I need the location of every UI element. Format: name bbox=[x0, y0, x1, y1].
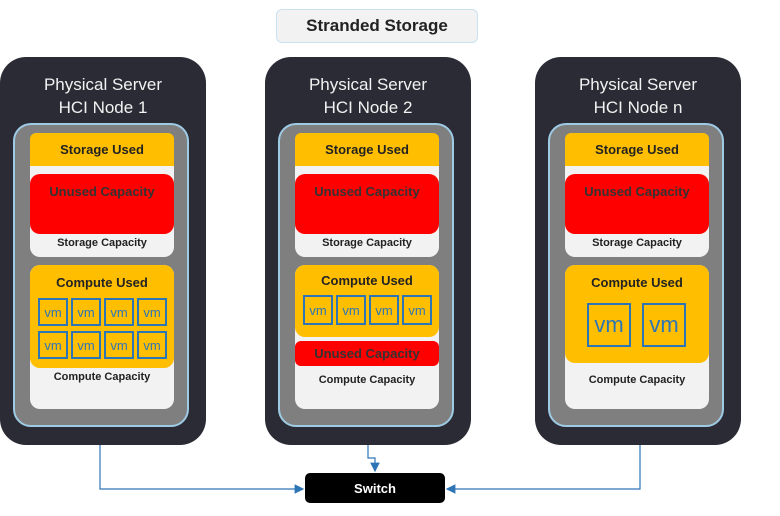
vm-icon: vm bbox=[71, 331, 101, 359]
node-panel: Storage Used Unused Capacity Storage Cap… bbox=[278, 123, 454, 427]
vm-icon: vm bbox=[642, 303, 686, 347]
compute-used-label: Compute Used bbox=[321, 273, 413, 288]
node-panel: Storage Used Unused Capacity Storage Cap… bbox=[548, 123, 724, 427]
storage-capacity-label: Storage Capacity bbox=[57, 237, 147, 249]
compute-unused-block: Unused Capacity bbox=[295, 341, 439, 366]
connector-noden-switch bbox=[445, 445, 641, 494]
storage-capacity-card: Storage Used Unused Capacity Storage Cap… bbox=[295, 133, 439, 257]
vm-icon: vm bbox=[38, 331, 68, 359]
diagram-title: Stranded Storage bbox=[276, 9, 478, 43]
server-title-line1: Physical Server bbox=[578, 75, 698, 94]
vm-icon: vm bbox=[38, 298, 68, 326]
compute-used-block: Compute Used vm vm bbox=[565, 265, 709, 363]
server-title-line1: Physical Server bbox=[308, 75, 428, 94]
storage-used-bar: Storage Used bbox=[30, 133, 174, 166]
storage-used-bar: Storage Used bbox=[565, 133, 709, 166]
storage-capacity-label: Storage Capacity bbox=[322, 237, 412, 249]
compute-used-block: Compute Used vm vm vm vm vm vm vm vm bbox=[30, 265, 174, 368]
compute-capacity-label: Compute Capacity bbox=[53, 371, 151, 383]
server-title-line2: HCI Node 1 bbox=[58, 98, 148, 117]
compute-capacity-card: Compute Used vm vm vm vm vm vm vm vm Com… bbox=[30, 265, 174, 409]
compute-capacity-card: Compute Used vm vm vm vm Unused Capacity… bbox=[295, 265, 439, 409]
vm-icon: vm bbox=[303, 295, 333, 325]
server-node-1: Physical Server HCI Node 1 Storage Used … bbox=[0, 57, 206, 445]
storage-used-bar: Storage Used bbox=[295, 133, 439, 166]
server-title-line2: HCI Node 2 bbox=[323, 98, 413, 117]
storage-unused-block: Unused Capacity bbox=[295, 174, 439, 234]
network-switch: Switch bbox=[305, 473, 445, 503]
compute-capacity-card: Compute Used vm vm Compute Capacity bbox=[565, 265, 709, 409]
compute-used-block: Compute Used vm vm vm vm bbox=[295, 265, 439, 337]
server-title-line2: HCI Node n bbox=[593, 98, 683, 117]
server-node-n: Physical Server HCI Node n Storage Used … bbox=[535, 57, 741, 445]
storage-capacity-card: Storage Used Unused Capacity Storage Cap… bbox=[565, 133, 709, 257]
vm-icon: vm bbox=[137, 298, 167, 326]
vm-icon: vm bbox=[104, 331, 134, 359]
compute-used-label: Compute Used bbox=[591, 275, 683, 290]
compute-used-label: Compute Used bbox=[56, 275, 148, 290]
storage-unused-block: Unused Capacity bbox=[30, 174, 174, 234]
server-title-line1: Physical Server bbox=[43, 75, 163, 94]
storage-capacity-card: Storage Used Unused Capacity Storage Cap… bbox=[30, 133, 174, 257]
compute-capacity-label: Compute Capacity bbox=[588, 374, 686, 386]
vm-icon: vm bbox=[137, 331, 167, 359]
vm-icon: vm bbox=[402, 295, 432, 325]
connector-node2-switch bbox=[367, 445, 380, 473]
vm-icon: vm bbox=[71, 298, 101, 326]
storage-unused-block: Unused Capacity bbox=[565, 174, 709, 234]
vm-icon: vm bbox=[336, 295, 366, 325]
server-node-2: Physical Server HCI Node 2 Storage Used … bbox=[265, 57, 471, 445]
node-panel: Storage Used Unused Capacity Storage Cap… bbox=[13, 123, 189, 427]
compute-capacity-label: Compute Capacity bbox=[318, 374, 416, 386]
vm-icon: vm bbox=[104, 298, 134, 326]
vm-icon: vm bbox=[587, 303, 631, 347]
storage-capacity-label: Storage Capacity bbox=[592, 237, 682, 249]
connector-node1-switch bbox=[99, 445, 305, 494]
vm-icon: vm bbox=[369, 295, 399, 325]
